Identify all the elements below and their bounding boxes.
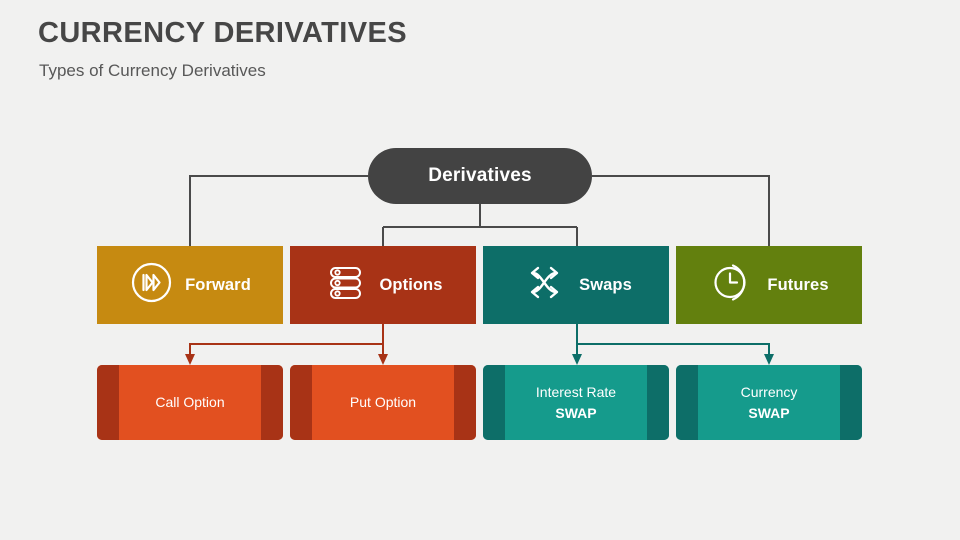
fast-forward-circle-icon bbox=[129, 260, 174, 310]
node-options[interactable]: Options bbox=[290, 246, 476, 324]
node-call-option[interactable]: Call Option bbox=[97, 365, 283, 440]
node-options-label: Options bbox=[379, 275, 443, 294]
page-title: CURRENCY DERIVATIVES bbox=[38, 17, 407, 49]
swap-arrows-icon bbox=[520, 260, 568, 310]
node-derivatives-root[interactable]: Derivatives bbox=[368, 148, 592, 204]
leaf-band-left bbox=[483, 365, 505, 440]
leaf-band-right bbox=[261, 365, 283, 440]
leaf-band-right bbox=[454, 365, 476, 440]
options-list-icon bbox=[323, 260, 368, 310]
leaf-band-right bbox=[647, 365, 669, 440]
node-futures[interactable]: Futures bbox=[676, 246, 862, 324]
arrowhead-put-option bbox=[378, 354, 388, 365]
node-futures-label: Futures bbox=[767, 275, 829, 294]
leaf-band-left bbox=[97, 365, 119, 440]
leaf-band-right bbox=[840, 365, 862, 440]
node-forward-label: Forward bbox=[185, 275, 251, 294]
node-forward[interactable]: Forward bbox=[97, 246, 283, 324]
node-swaps-label: Swaps bbox=[579, 275, 632, 294]
arrowhead-call-option bbox=[185, 354, 195, 365]
swaps-connectors bbox=[576, 324, 770, 356]
node-derivatives-label: Derivatives bbox=[428, 165, 532, 186]
clock-circle-icon bbox=[709, 260, 756, 310]
arrowhead-interest-rate-swap bbox=[572, 354, 582, 365]
leaf-band-left bbox=[290, 365, 312, 440]
leaf-band-left bbox=[676, 365, 698, 440]
options-connectors bbox=[189, 324, 384, 356]
node-call-option-label: Call Option bbox=[155, 394, 225, 411]
node-put-option[interactable]: Put Option bbox=[290, 365, 476, 440]
arrowhead-currency-swap bbox=[764, 354, 774, 365]
page-header: CURRENCY DERIVATIVES Types of Currency D… bbox=[38, 16, 407, 81]
node-swaps[interactable]: Swaps bbox=[483, 246, 669, 324]
page-subtitle: Types of Currency Derivatives bbox=[39, 60, 266, 80]
node-put-option-label: Put Option bbox=[349, 394, 417, 411]
